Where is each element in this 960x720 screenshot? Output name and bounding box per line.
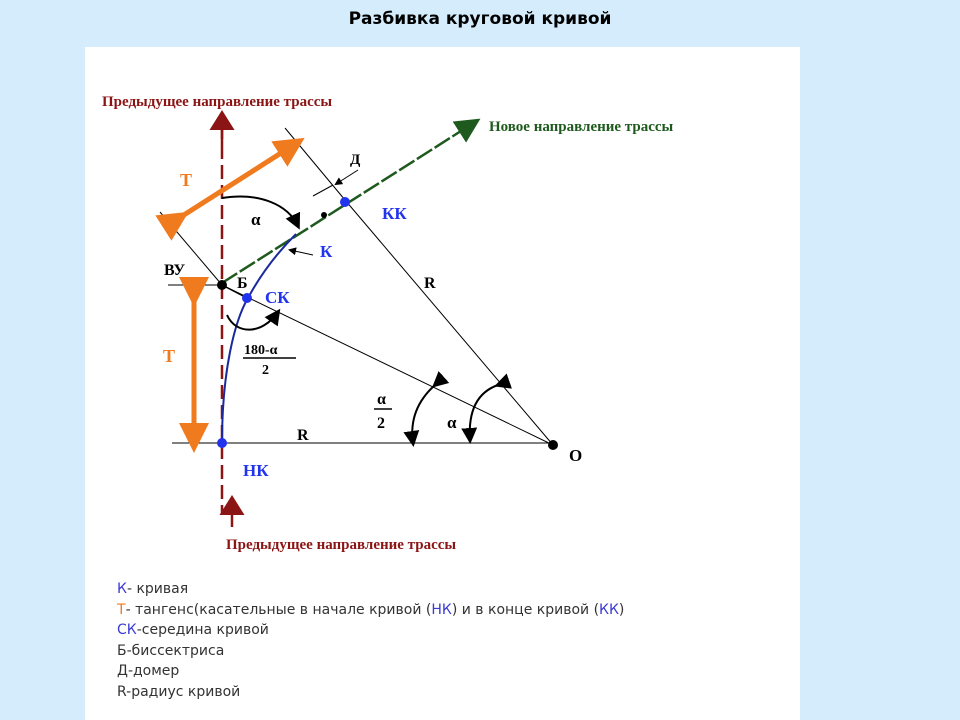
legend-abbr-kk: КК bbox=[599, 601, 619, 618]
label-prev-direction-bottom: Предыдущее направление трассы bbox=[226, 537, 456, 553]
point-vu bbox=[217, 280, 227, 290]
legend-text-b: Б-биссектриса bbox=[117, 642, 225, 659]
label-o: О bbox=[569, 446, 582, 465]
legend-text-k: - кривая bbox=[126, 581, 189, 597]
label-sk: СК bbox=[265, 288, 290, 307]
label-t-left: Т bbox=[163, 346, 175, 366]
legend-row-b: Б-биссектриса bbox=[117, 641, 624, 662]
label-alpha-right: α bbox=[447, 413, 457, 432]
label-d: Д bbox=[350, 152, 361, 168]
circular-curve bbox=[221, 233, 297, 444]
legend-abbr-sk: СК bbox=[117, 622, 137, 638]
legend-row-d: Д-домер bbox=[117, 661, 624, 682]
angle-180-arc bbox=[226, 308, 281, 331]
label-t-top: Т bbox=[180, 170, 192, 190]
legend-text-sk: -середина кривой bbox=[136, 622, 269, 638]
label-alpha-top: α bbox=[251, 210, 261, 229]
label-kk: КК bbox=[382, 204, 407, 223]
half-alpha-denominator: 2 bbox=[377, 415, 385, 432]
tangent-top-arrow bbox=[155, 137, 305, 241]
legend-text-t-mid: ) и в конце кривой ( bbox=[451, 601, 600, 618]
legend-row-r: R-радиус кривой bbox=[117, 682, 624, 703]
legend-abbr-t: Т bbox=[117, 601, 126, 618]
point-nk bbox=[217, 438, 227, 448]
label-r-diag: R bbox=[424, 275, 436, 292]
legend-row-sk: СК-середина кривой bbox=[117, 620, 624, 641]
legend-abbr-k: К bbox=[117, 581, 127, 597]
label-b: Б bbox=[237, 275, 248, 292]
perpendicular-line-upper bbox=[284, 127, 346, 201]
legend-text-t-end: ) bbox=[618, 601, 625, 618]
d-arrow bbox=[334, 169, 359, 186]
half-alpha-fraction: α 2 bbox=[374, 391, 392, 432]
label-r-horiz: R bbox=[297, 427, 309, 444]
bisector-line bbox=[221, 284, 554, 446]
slide-title: Разбивка круговой кривой bbox=[348, 9, 612, 29]
label-prev-direction-top: Предыдущее направление трассы bbox=[102, 94, 332, 110]
d-segment bbox=[312, 184, 334, 197]
legend-row-curve: К- кривая bbox=[117, 579, 624, 600]
label-vu: ВУ bbox=[164, 262, 185, 279]
legend-abbr-nk: НК bbox=[431, 601, 452, 618]
legend-text-d: Д-домер bbox=[117, 663, 180, 679]
legend-text-r: R-радиус кривой bbox=[117, 683, 241, 700]
half-alpha-numerator: α bbox=[377, 391, 386, 408]
radius-to-kk bbox=[344, 199, 554, 446]
angle-180-denominator: 2 bbox=[262, 363, 269, 378]
legend: К- кривая Т- тангенс(касательные в начал… bbox=[117, 579, 624, 702]
label-new-direction: Новое направление трассы bbox=[489, 119, 674, 135]
label-nk: НК bbox=[243, 461, 269, 480]
legend-text-t: - тангенс(касательные в начале кривой ( bbox=[125, 601, 432, 618]
point-kk bbox=[340, 197, 350, 207]
label-k: К bbox=[320, 242, 333, 261]
angle-180-numerator: 180-α bbox=[244, 343, 278, 358]
alpha-right-arc bbox=[461, 373, 512, 444]
k-pointer bbox=[288, 247, 314, 256]
legend-row-tangent: Т- тангенс(касательные в начале кривой (… bbox=[117, 600, 624, 621]
angle-180-fraction: 180-α 2 bbox=[243, 343, 296, 378]
point-o bbox=[548, 440, 558, 450]
point-d bbox=[321, 212, 327, 218]
alpha-top-arc bbox=[221, 195, 301, 230]
half-alpha-arc bbox=[403, 371, 450, 447]
point-sk bbox=[242, 293, 252, 303]
